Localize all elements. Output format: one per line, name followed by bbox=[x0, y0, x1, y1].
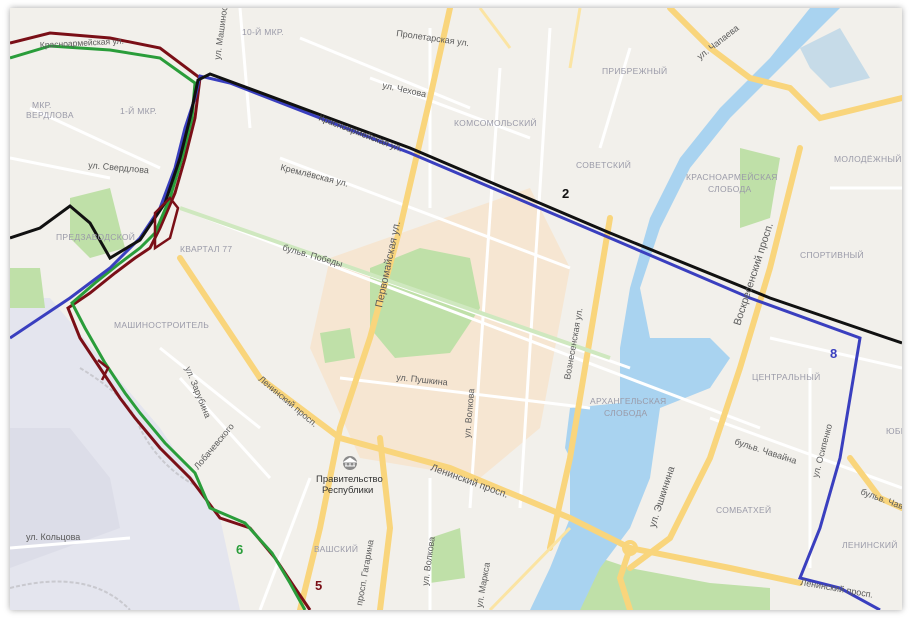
railway bbox=[79, 367, 201, 489]
district-mkr-sverdlova-2: ВЕРДЛОВА bbox=[26, 110, 74, 120]
route-8-line[interactable] bbox=[10, 74, 881, 610]
route-2-label[interactable]: 2 bbox=[562, 186, 569, 201]
district-arkhangelskaya-1: АРХАНГЕЛЬСКАЯ bbox=[590, 396, 666, 406]
route-5-loop bbox=[153, 196, 180, 251]
route-8-label[interactable]: 8 bbox=[830, 346, 837, 361]
district-leninskiy: ЛЕНИНСКИЙ bbox=[842, 539, 898, 550]
route-6-label[interactable]: 6 bbox=[236, 542, 243, 557]
secondary-roads bbox=[478, 8, 582, 610]
park-predzavodskoy bbox=[70, 188, 125, 258]
poi-government[interactable]: Правительство Республики bbox=[316, 456, 383, 496]
street-krasnoarmeyskaya-left: Красноармейская ул. bbox=[40, 36, 125, 50]
district-yubileyny: ЮБИ bbox=[886, 426, 902, 436]
district-mkr-sverdlova-1: МКР. bbox=[32, 100, 52, 110]
river-bay bbox=[565, 403, 630, 478]
district-arkhangelskaya-2: СЛОБОДА bbox=[604, 408, 648, 418]
map-frame: 2 8 6 5 10-Й МКР. ПРИБРЕЖНЫЙ КОМСОМОЛЬСК… bbox=[10, 8, 902, 610]
district-vashskiy: ВАШСКИЙ bbox=[314, 543, 358, 554]
district-sovetskiy: СОВЕТСКИЙ bbox=[576, 159, 631, 170]
district-sombatkhey: СОМБАТХЕЙ bbox=[716, 504, 771, 515]
route-5-label[interactable]: 5 bbox=[315, 578, 322, 593]
government-icon-glyph bbox=[342, 457, 358, 467]
route-2-line[interactable] bbox=[10, 72, 902, 345]
district-komsomolskiy: КОМСОМОЛЬСКИЙ bbox=[454, 117, 537, 128]
district-kvartal-77: КВАРТАЛ 77 bbox=[180, 244, 232, 254]
main-roads bbox=[177, 8, 902, 610]
roundabout bbox=[622, 540, 638, 556]
poi-government-line2: Республики bbox=[322, 485, 373, 496]
route-5-direction-arrow bbox=[97, 359, 110, 381]
district-sportivny: СПОРТИВНЫЙ bbox=[800, 249, 864, 260]
district-tsentralny: ЦЕНТРАЛЬНЫЙ bbox=[752, 371, 820, 382]
poi-government-line1: Правительство bbox=[316, 474, 383, 485]
city-map[interactable]: 2 8 6 5 10-Й МКР. ПРИБРЕЖНЫЙ КОМСОМОЛЬСК… bbox=[10, 8, 902, 610]
park-small-1 bbox=[320, 328, 355, 363]
street-koltsova: ул. Кольцова bbox=[26, 532, 80, 542]
park-bottom-2 bbox=[430, 528, 465, 583]
district-pribrezhny: ПРИБРЕЖНЫЙ bbox=[602, 65, 667, 76]
district-krasnoarmeyskaya-sloboda-1: КРАСНОАРМЕЙСКАЯ bbox=[686, 171, 778, 182]
district-1-mkr: 1-Й МКР. bbox=[120, 105, 157, 116]
park-left bbox=[10, 268, 45, 308]
river-sandbank bbox=[800, 28, 870, 88]
district-10: 10-Й МКР. bbox=[242, 26, 284, 37]
park-krasnoarmeyskaya bbox=[740, 148, 780, 228]
district-mashinostroitel: МАШИНОСТРОИТЕЛЬ bbox=[114, 320, 209, 330]
industrial-zone-2 bbox=[10, 428, 120, 568]
park-bottom bbox=[550, 548, 770, 610]
district-molodezhny: МОЛОДЁЖНЫЙ bbox=[834, 153, 902, 164]
district-labels: 10-Й МКР. ПРИБРЕЖНЫЙ КОМСОМОЛЬСКИЙ СОВЕТ… bbox=[26, 26, 902, 554]
central-park bbox=[370, 248, 480, 358]
district-predzavodskoy: ПРЕДЗАВОДСКОЙ bbox=[56, 231, 135, 242]
route-6-line[interactable] bbox=[10, 44, 307, 610]
boulevard-pobedy bbox=[179, 206, 611, 360]
railway-2 bbox=[10, 580, 131, 610]
district-krasnoarmeyskaya-sloboda-2: СЛОБОДА bbox=[708, 184, 752, 194]
street-volkova-mid: ул. Волкова bbox=[462, 388, 476, 438]
